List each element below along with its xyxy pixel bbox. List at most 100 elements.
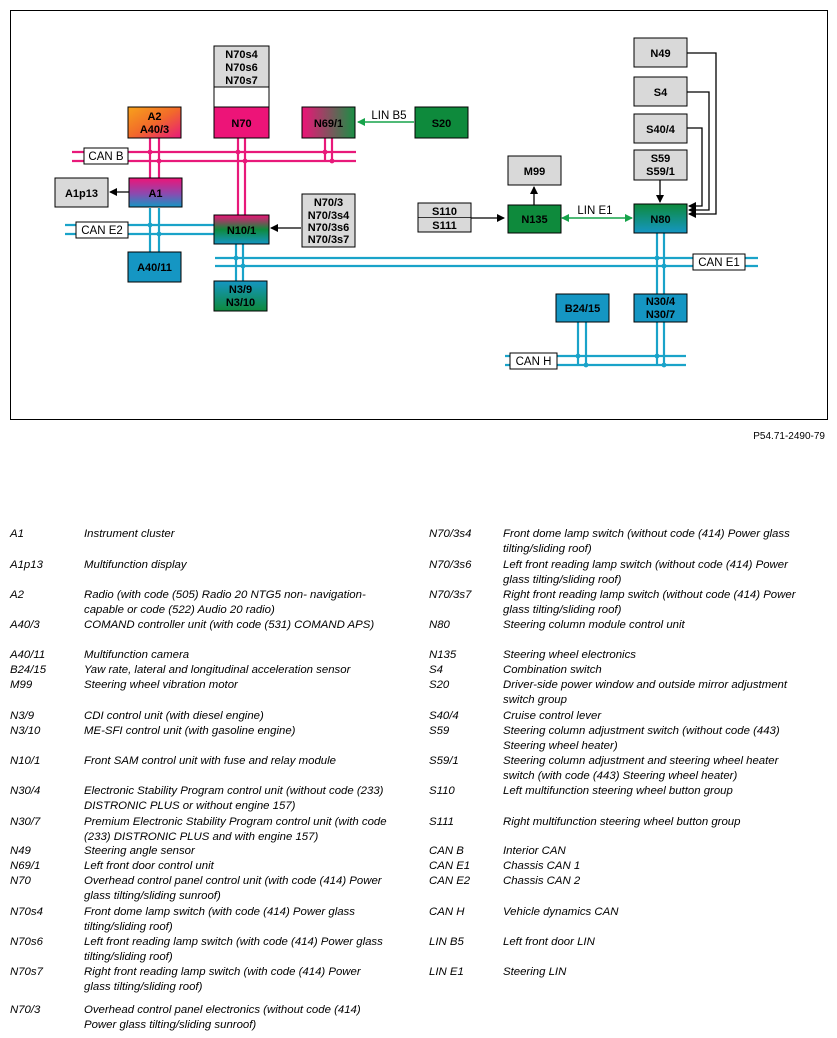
network-diagram: N70s4 N70s6 N70s7 N70 A2 A40/3 N69/1 S20… bbox=[54, 37, 758, 370]
legend-description: Cruise control lever bbox=[503, 710, 602, 722]
label-n70s4: N70s4 bbox=[225, 49, 258, 61]
module-n135: N135 bbox=[507, 204, 562, 234]
legend-description: COMAND controller unit (with code (531) … bbox=[84, 619, 375, 631]
module-b24-15: B24/15 bbox=[555, 293, 610, 323]
legend-description: Driver-side power window and outside mir… bbox=[503, 679, 788, 706]
bus-label-lin-b5: LIN B5 bbox=[371, 110, 406, 122]
legend-code: LIN E1 bbox=[429, 966, 464, 978]
label-n70-3: N70/3 bbox=[314, 197, 343, 209]
legend-description: Left front door LIN bbox=[503, 936, 595, 948]
bus-label-can-b: CAN B bbox=[83, 147, 129, 165]
svg-text:S20: S20 bbox=[432, 118, 452, 130]
legend-code: N70s6 bbox=[10, 936, 43, 948]
label-s59: S59 bbox=[651, 153, 671, 165]
module-m99: M99 bbox=[507, 155, 562, 186]
svg-text:A1: A1 bbox=[148, 188, 162, 200]
legend-code: A1p13 bbox=[10, 559, 43, 571]
svg-text:CAN E1: CAN E1 bbox=[698, 257, 740, 269]
legend-code: A2 bbox=[10, 589, 24, 601]
svg-text:N70: N70 bbox=[231, 118, 251, 130]
legend-code: CAN E1 bbox=[429, 860, 471, 872]
legend-code: N49 bbox=[10, 845, 31, 857]
label-n3-10: N3/10 bbox=[226, 297, 255, 309]
legend-code: S20 bbox=[429, 679, 450, 691]
legend-code: N10/1 bbox=[10, 755, 41, 767]
legend-code: N70s4 bbox=[10, 906, 43, 918]
legend-code: N3/9 bbox=[10, 710, 35, 722]
diagram-frame bbox=[10, 10, 828, 420]
label-n70-3s7: N70/3s7 bbox=[308, 234, 350, 246]
legend-code: M99 bbox=[10, 679, 33, 691]
svg-text:M99: M99 bbox=[524, 166, 545, 178]
legend-description: Left front door control unit bbox=[84, 860, 214, 872]
legend-description: Left front reading lamp switch (without … bbox=[503, 559, 788, 586]
svg-text:CAN H: CAN H bbox=[516, 356, 552, 368]
can-e1-junctions bbox=[233, 255, 667, 269]
legend-code: N135 bbox=[429, 649, 457, 661]
legend-code: S59/1 bbox=[429, 755, 459, 767]
figure-reference: P54.71-2490-79 bbox=[753, 431, 825, 442]
can-e2-junctions bbox=[147, 222, 162, 237]
module-n70-3: N70/3 N70/3s4 N70/3s6 N70/3s7 bbox=[301, 193, 356, 248]
legend-description: Interior CAN bbox=[503, 845, 566, 857]
svg-text:S40/4: S40/4 bbox=[646, 124, 676, 136]
svg-text:A40/11: A40/11 bbox=[137, 262, 172, 274]
label-s110: S110 bbox=[432, 206, 457, 218]
svg-text:S4: S4 bbox=[654, 87, 668, 99]
can-h-junctions bbox=[575, 353, 667, 368]
svg-text:N80: N80 bbox=[650, 214, 670, 226]
legend-description: CDI control unit (with diesel engine) bbox=[84, 710, 264, 722]
bus-label-can-e2: CAN E2 bbox=[75, 221, 129, 239]
legend-description: Instrument cluster bbox=[84, 528, 175, 540]
legend-code: N3/10 bbox=[10, 725, 41, 737]
module-s20: S20 bbox=[414, 106, 469, 139]
legend-code: CAN B bbox=[429, 845, 464, 857]
legend-description: Steering column module control unit bbox=[503, 619, 685, 631]
label-n30-7: N30/7 bbox=[646, 309, 675, 321]
legend-code: N70 bbox=[10, 875, 31, 887]
svg-text:CAN B: CAN B bbox=[88, 151, 123, 163]
legend-code: N80 bbox=[429, 619, 450, 631]
legend-description: Multifunction camera bbox=[84, 649, 190, 661]
legend-description: Overhead control panel electronics (with… bbox=[84, 1004, 361, 1031]
module-n10-1: N10/1 bbox=[213, 214, 270, 245]
legend-description: ME-SFI control unit (with gasoline engin… bbox=[84, 725, 296, 737]
label-a40-3: A40/3 bbox=[140, 124, 169, 136]
legend-description: Yaw rate, lateral and longitudinal accel… bbox=[84, 664, 351, 676]
can-b-junctions bbox=[147, 149, 335, 164]
legend-code: CAN E2 bbox=[429, 875, 471, 887]
legend-code: A1 bbox=[10, 528, 24, 540]
legend-code: B24/15 bbox=[10, 664, 47, 676]
legend-code: N69/1 bbox=[10, 860, 41, 872]
label-n70s6: N70s6 bbox=[225, 62, 257, 74]
label-n70s7: N70s7 bbox=[225, 75, 257, 87]
legend-description: Left front reading lamp switch (with cod… bbox=[84, 936, 383, 963]
label-n70-3s4: N70/3s4 bbox=[308, 210, 350, 222]
bus-label-lin-e1: LIN E1 bbox=[577, 205, 612, 217]
legend-description: Vehicle dynamics CAN bbox=[503, 906, 619, 918]
legend-description: Front SAM control unit with fuse and rel… bbox=[84, 755, 336, 767]
label-s111: S111 bbox=[432, 220, 456, 232]
legend-code: S110 bbox=[429, 785, 455, 797]
legend-code: N70/3s6 bbox=[429, 559, 472, 571]
legend-code: S40/4 bbox=[429, 710, 459, 722]
can-e1-bus bbox=[215, 232, 758, 294]
module-n70: N70 bbox=[213, 106, 270, 139]
svg-text:N49: N49 bbox=[650, 48, 670, 60]
label-n30-4: N30/4 bbox=[646, 296, 676, 308]
legend-description: Front dome lamp switch (with code (414) … bbox=[84, 906, 355, 933]
module-s40-4: S40/4 bbox=[633, 113, 688, 144]
svg-text:B24/15: B24/15 bbox=[565, 303, 600, 315]
module-n3: N3/9 N3/10 bbox=[213, 280, 268, 312]
svg-text:A1p13: A1p13 bbox=[65, 188, 98, 200]
legend-description: Electronic Stability Program control uni… bbox=[84, 785, 384, 812]
legend-description: Right front reading lamp switch (without… bbox=[503, 589, 796, 616]
module-s59: S59 S59/1 bbox=[633, 149, 688, 181]
svg-text:N69/1: N69/1 bbox=[314, 118, 343, 130]
legend-code: N70/3 bbox=[10, 1004, 41, 1016]
legend-description: Right multifunction steering wheel butto… bbox=[503, 816, 741, 828]
module-n30: N30/4 N30/7 bbox=[633, 293, 688, 323]
label-n3-9: N3/9 bbox=[229, 284, 252, 296]
legend-code: N70/3s7 bbox=[429, 589, 472, 601]
legend-code: LIN B5 bbox=[429, 936, 464, 948]
